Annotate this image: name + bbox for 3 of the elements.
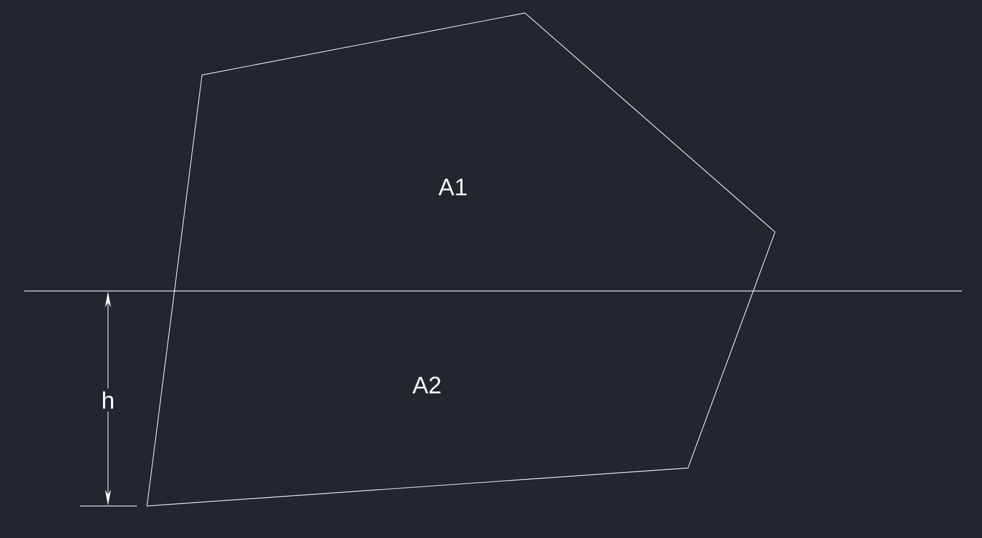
area-label: h (98, 388, 118, 412)
area-label: A1 (438, 178, 466, 196)
area-label: A2 (412, 376, 440, 394)
